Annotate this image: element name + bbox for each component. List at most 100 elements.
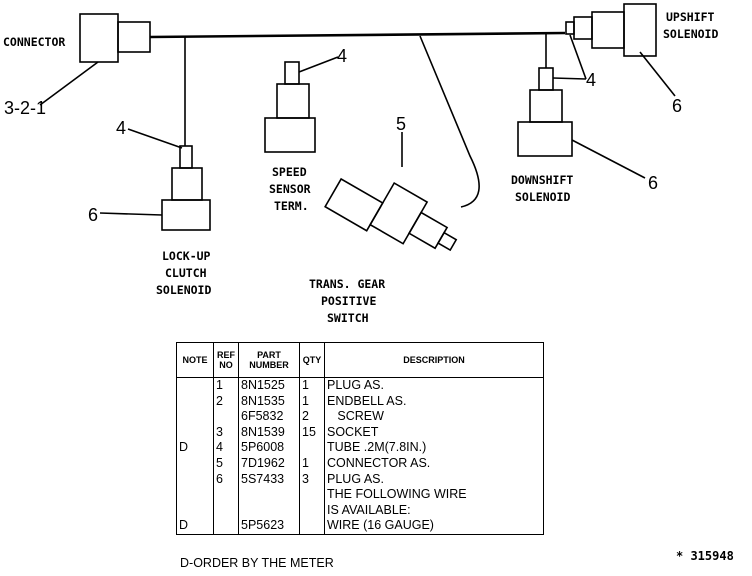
downshift-ref-leader xyxy=(571,139,646,179)
main-harness-wire xyxy=(149,31,566,39)
cell-qty: 1 xyxy=(299,455,325,472)
cell-ref: 2 xyxy=(213,393,239,410)
lockup-plug-callout: 4 xyxy=(116,118,126,138)
cell-ref xyxy=(213,518,239,535)
cell-qty: 1 xyxy=(299,393,325,410)
cell-desc: CONNECTOR AS. xyxy=(324,455,544,472)
cell-note: D xyxy=(176,440,214,456)
cell-note xyxy=(176,502,214,519)
cell-part: 5P5623 xyxy=(238,518,300,535)
cell-part xyxy=(238,487,300,503)
upshift-neck xyxy=(591,11,625,49)
downshift-label-line1: DOWNSHIFT xyxy=(511,173,573,187)
parts-table: NOTE REF NO PART NUMBER QTY DESCRIPTION … xyxy=(176,342,544,535)
cell-qty xyxy=(299,502,325,519)
lockup-ref-leader xyxy=(99,212,163,216)
cell-desc: IS AVAILABLE: xyxy=(324,502,544,519)
cell-part: 8N1525 xyxy=(238,377,300,394)
connector-ref-leader xyxy=(39,61,99,106)
cell-ref: 3 xyxy=(213,424,239,441)
upshift-label-line2: SOLENOID xyxy=(663,27,718,41)
speed-label-line1: SPEED xyxy=(272,165,307,179)
upshift-solenoid-body xyxy=(623,3,657,57)
cell-ref xyxy=(213,409,239,425)
cell-desc: SOCKET xyxy=(324,424,544,441)
lockup-label-line3: SOLENOID xyxy=(156,283,211,297)
cell-desc: PLUG AS. xyxy=(324,377,544,394)
cell-ref xyxy=(213,487,239,503)
lockup-ref-callout: 6 xyxy=(88,205,98,225)
footnote: D-ORDER BY THE METER xyxy=(180,556,334,570)
speed-ref-leader xyxy=(298,56,339,73)
cell-part xyxy=(238,502,300,519)
cell-note xyxy=(176,393,214,410)
gear-switch-label-line2: POSITIVE xyxy=(321,294,376,308)
cell-ref xyxy=(213,502,239,519)
cell-qty: 3 xyxy=(299,471,325,488)
connector-ref-callout: 3-2-1 xyxy=(4,98,46,118)
upshift-plug xyxy=(573,16,593,40)
cell-part: 8N1539 xyxy=(238,424,300,441)
cell-desc: ENDBELL AS. xyxy=(324,393,544,410)
cell-qty: 1 xyxy=(299,377,325,394)
cell-part: 7D1962 xyxy=(238,455,300,472)
downshift-ref-callout: 6 xyxy=(648,173,658,193)
upshift-plug-tip xyxy=(565,21,575,35)
cell-note xyxy=(176,409,214,425)
connector-nose xyxy=(117,21,151,53)
cell-ref: 5 xyxy=(213,455,239,472)
header-note: NOTE xyxy=(176,342,214,378)
cell-desc: PLUG AS. xyxy=(324,471,544,488)
parts-table-header: NOTE REF NO PART NUMBER QTY DESCRIPTION xyxy=(176,342,544,378)
cell-ref: 1 xyxy=(213,377,239,394)
gear-switch-wire xyxy=(419,35,480,208)
lockup-label-line1: LOCK-UP xyxy=(162,249,211,263)
table-row: IS AVAILABLE: xyxy=(176,502,544,519)
cell-note xyxy=(176,455,214,472)
cell-desc: TUBE .2M(7.8IN.) xyxy=(324,440,544,456)
downshift-plug xyxy=(538,67,554,91)
downshift-plug-leader-b xyxy=(569,34,587,80)
cell-note xyxy=(176,424,214,441)
cell-qty: 2 xyxy=(299,409,325,425)
header-description: DESCRIPTION xyxy=(324,342,544,378)
cell-note: D xyxy=(176,518,214,535)
lockup-label-line2: CLUTCH xyxy=(165,266,207,280)
speed-label-line2: SENSOR xyxy=(269,182,311,196)
cell-ref: 4 xyxy=(213,440,239,456)
header-ref-no: REF NO xyxy=(213,342,239,378)
downshift-plug-leader-a xyxy=(552,77,587,80)
document-number: * 315948 xyxy=(676,549,734,563)
downshift-neck xyxy=(529,89,563,123)
cell-qty xyxy=(299,440,325,456)
speed-ref-callout: 4 xyxy=(337,46,347,66)
upshift-label-line1: UPSHIFT xyxy=(666,10,715,24)
downshift-label-line2: SOLENOID xyxy=(515,190,570,204)
cell-ref: 6 xyxy=(213,471,239,488)
gear-switch xyxy=(324,177,458,252)
gear-switch-callout: 5 xyxy=(396,114,406,134)
cell-qty: 15 xyxy=(299,424,325,441)
cell-desc: THE FOLLOWING WIRE xyxy=(324,487,544,503)
speed-sensor-neck xyxy=(276,83,310,119)
header-part-number: PART NUMBER xyxy=(238,342,300,378)
lockup-neck xyxy=(171,167,203,201)
cell-qty xyxy=(299,518,325,535)
cell-part: 8N1535 xyxy=(238,393,300,410)
speed-sensor-body xyxy=(264,117,316,153)
connector-label: CONNECTOR xyxy=(3,35,65,49)
cell-note xyxy=(176,471,214,488)
cell-part: 5S7433 xyxy=(238,471,300,488)
upshift-ref-callout: 6 xyxy=(672,96,682,116)
cell-part: 6F5832 xyxy=(238,409,300,425)
